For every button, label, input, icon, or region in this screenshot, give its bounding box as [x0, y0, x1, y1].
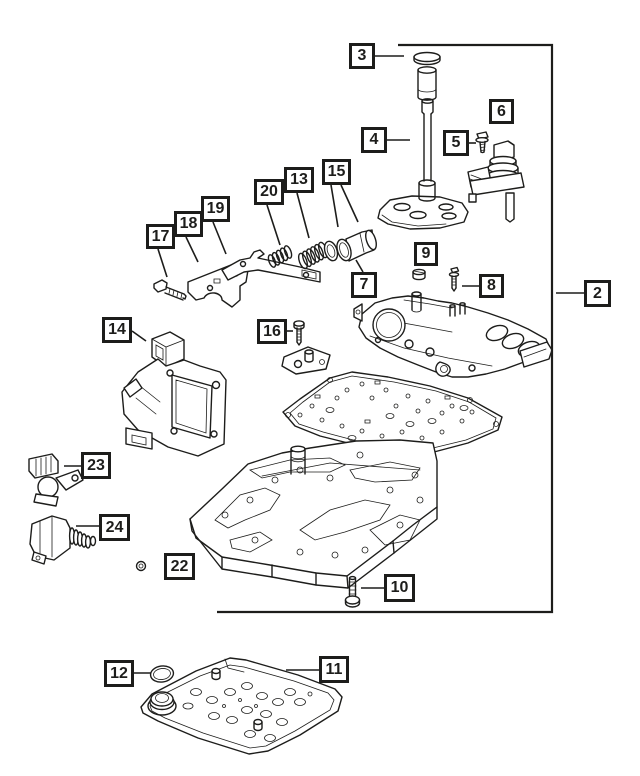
part-12-o-ring	[149, 665, 175, 683]
callout-13[interactable]: 13	[284, 167, 314, 193]
callout-3[interactable]: 3	[349, 43, 375, 69]
leader-line-7	[355, 259, 364, 273]
callout-16[interactable]: 16	[257, 319, 287, 344]
part-24-solenoid	[29, 515, 97, 565]
part-upper-valve-body	[353, 291, 553, 378]
callout-12[interactable]: 12	[104, 660, 134, 687]
part-lower-valve-body	[189, 439, 438, 589]
leader-lines	[64, 43, 584, 674]
callout-15[interactable]: 15	[322, 159, 351, 185]
leader-line-20	[266, 204, 281, 246]
leader-line-19	[212, 221, 227, 255]
callout-5[interactable]: 5	[443, 130, 469, 156]
callout-10[interactable]: 10	[384, 574, 415, 602]
callout-4[interactable]: 4	[361, 127, 387, 153]
part-16-screw-and-plate	[281, 320, 331, 375]
callout-23[interactable]: 23	[81, 452, 111, 479]
callout-19[interactable]: 19	[201, 196, 230, 222]
part-17-bolt	[153, 279, 187, 301]
part-22-seal-ring	[135, 560, 147, 572]
part-20-spring	[267, 245, 293, 268]
part-6-solenoid-unit	[467, 140, 525, 223]
callout-17[interactable]: 17	[146, 224, 175, 249]
callout-14[interactable]: 14	[102, 317, 132, 343]
part-7-piston-sleeve	[336, 229, 377, 262]
callout-9[interactable]: 9	[414, 242, 438, 266]
callout-8[interactable]: 8	[479, 274, 504, 298]
leader-line-15	[340, 184, 359, 223]
part-11-filter	[140, 657, 343, 755]
callout-22[interactable]: 22	[164, 553, 195, 580]
part-3-plug-cap	[413, 51, 441, 66]
leader-line-18	[185, 236, 199, 263]
part-9-plug	[412, 268, 426, 281]
callout-7[interactable]: 7	[351, 272, 377, 298]
callout-11[interactable]: 11	[319, 656, 349, 683]
leader-line-15	[330, 184, 339, 228]
part-10-bolt	[344, 575, 361, 608]
part-23-sensor	[28, 453, 84, 507]
part-4-rod-and-base-plate	[377, 66, 469, 230]
assembly-bracket-line	[217, 43, 554, 614]
leader-line-17	[157, 248, 168, 278]
leader-line-13	[296, 192, 310, 239]
leader-line-14	[131, 330, 147, 342]
callout-6[interactable]: 6	[489, 99, 514, 124]
callout-24[interactable]: 24	[99, 514, 130, 541]
part-13-spring	[297, 241, 329, 270]
callout-20[interactable]: 20	[254, 179, 284, 205]
callout-18[interactable]: 18	[174, 211, 203, 237]
callout-2[interactable]: 2	[584, 280, 611, 307]
part-8-bolt	[448, 266, 460, 292]
part-5-bolt	[475, 131, 489, 154]
part-14-solenoid-pack	[121, 331, 227, 457]
